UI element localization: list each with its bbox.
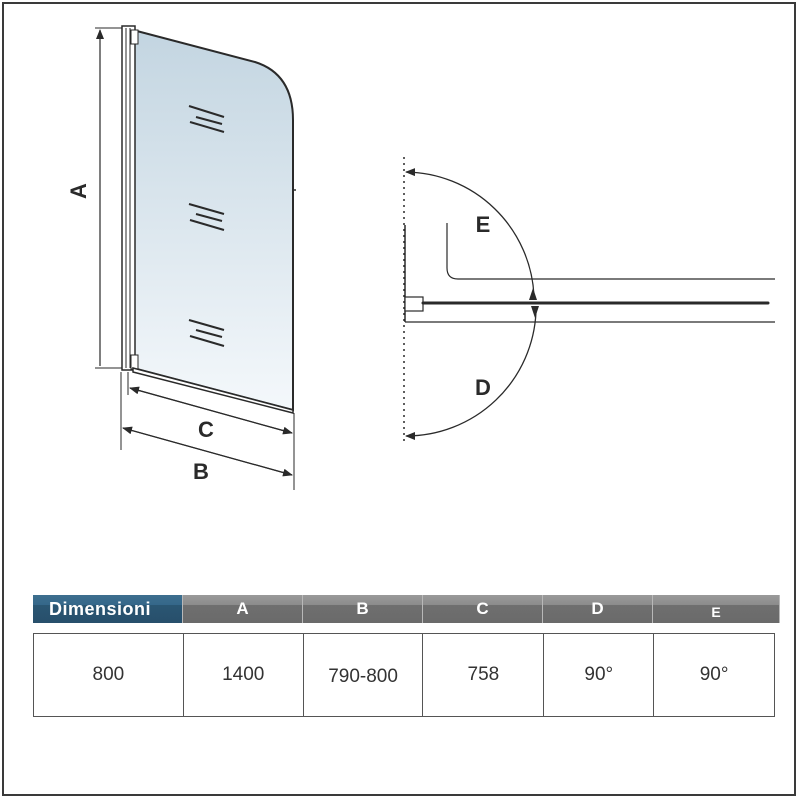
header-dimensioni: Dimensioni xyxy=(33,595,183,623)
header-a: A xyxy=(183,595,303,623)
label-d: D xyxy=(475,375,491,400)
cell-c: 758 xyxy=(423,634,545,716)
label-a: A xyxy=(66,183,91,199)
cell-a: 1400 xyxy=(184,634,304,716)
reflection-marks xyxy=(188,105,225,347)
glass-panel xyxy=(121,25,296,414)
header-c: C xyxy=(423,595,543,623)
cell-dimensioni: 800 xyxy=(34,634,184,716)
header-e: E xyxy=(653,595,780,623)
label-b: B xyxy=(193,459,209,484)
dimension-table-row: 800 1400 790-800 758 90° 90° xyxy=(33,633,775,717)
dimension-b: B xyxy=(120,372,293,484)
header-b: B xyxy=(303,595,423,623)
cell-d: 90° xyxy=(544,634,655,716)
swing-diagram: E D xyxy=(403,157,775,445)
cell-b: 790-800 xyxy=(304,634,424,716)
label-e: E xyxy=(476,212,491,237)
header-d: D xyxy=(543,595,653,623)
dimension-c: C xyxy=(127,372,295,490)
dimension-table-header: Dimensioni A B C D E xyxy=(33,595,780,623)
dimension-a: A xyxy=(66,27,122,369)
label-c: C xyxy=(198,417,214,442)
cell-e: 90° xyxy=(699,664,729,685)
